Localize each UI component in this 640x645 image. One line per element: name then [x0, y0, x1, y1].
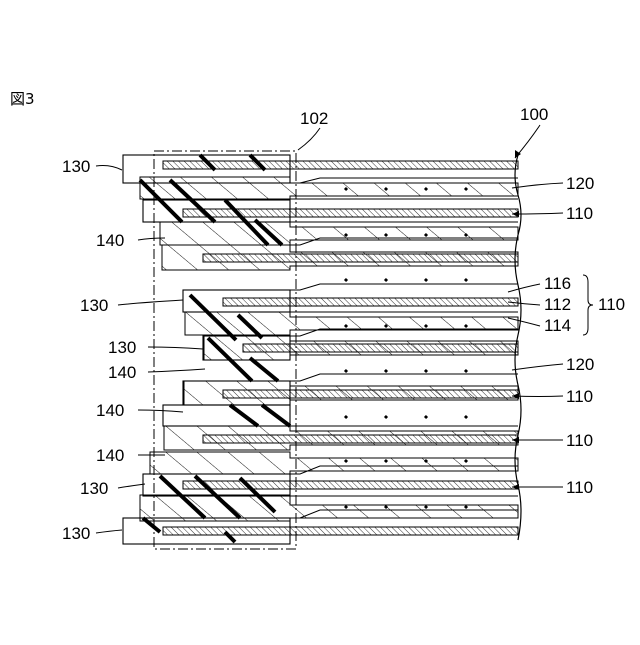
ref-116: 116 [544, 274, 571, 293]
ref-130-4: 130 [80, 479, 108, 498]
ref-110-3: 110 [566, 431, 593, 450]
ref-120-top: 120 [566, 174, 594, 193]
ref-130-2: 130 [80, 296, 108, 315]
ref-110-4: 110 [566, 478, 593, 497]
ref-110-2: 110 [566, 387, 593, 406]
active-layer-4 [185, 312, 518, 335]
ref-102: 102 [300, 109, 328, 128]
ref-120-mid: 120 [566, 355, 594, 374]
figure-label: 図3 [10, 88, 35, 109]
active-layer-1 [140, 177, 518, 199]
ref-140-1: 140 [96, 231, 124, 250]
ref-110-top: 110 [566, 204, 593, 223]
ref-100: 100 [520, 105, 548, 124]
ref-112: 112 [544, 295, 571, 314]
active-layer-8 [150, 452, 518, 474]
ref-130-1: 130 [62, 157, 90, 176]
ref-140-2: 140 [108, 363, 136, 382]
ref-140-3: 140 [96, 401, 124, 420]
ref-114: 114 [544, 316, 571, 335]
active-layer-2 [160, 222, 518, 245]
ref-130-3: 130 [108, 338, 136, 357]
ref-130-5: 130 [62, 524, 90, 543]
ref-140-4: 140 [96, 446, 124, 465]
ref-110-brace: 110 [598, 295, 625, 314]
